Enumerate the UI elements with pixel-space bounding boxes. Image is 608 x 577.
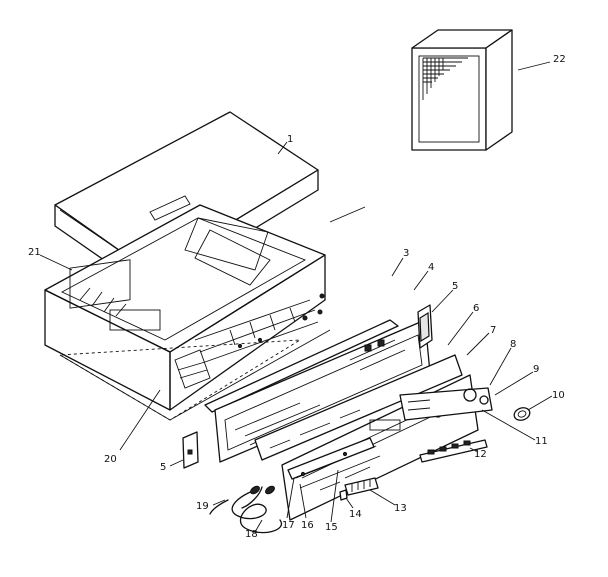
part-18-19-cable-mic: [209, 485, 283, 534]
callout-21: 21: [28, 247, 41, 258]
part-22-cabinet: [411, 29, 513, 151]
part-5-upper-bracket: [417, 304, 433, 349]
part-8-9-bezel: [399, 387, 493, 421]
callout-5-upper: 5: [452, 281, 458, 292]
part-5-lower-bracket: [182, 431, 199, 469]
callout-4: 4: [428, 262, 434, 273]
callout-22: 22: [553, 54, 566, 65]
main-chassis: [44, 204, 331, 421]
callout-1: 1: [287, 134, 293, 145]
part-13-buttons: [339, 477, 379, 501]
callout-15: 15: [325, 522, 338, 533]
callout-18: 18: [245, 529, 258, 540]
part-10-knob: [513, 407, 531, 421]
callout-3: 3: [403, 248, 409, 259]
leader-lines: [39, 61, 553, 533]
callout-11: 11: [535, 436, 548, 447]
callout-20: 20: [104, 454, 117, 465]
callout-7: 7: [490, 325, 496, 336]
callout-14: 14: [349, 509, 362, 520]
part-12-button-strip: [419, 439, 488, 463]
callout-10: 10: [552, 390, 565, 401]
callout-13: 13: [394, 503, 407, 514]
callout-19: 19: [196, 501, 209, 512]
callouts: 1 3 4 5 6 7 8 9 10 11 12 13 14 15 16 17 …: [28, 54, 566, 540]
callout-8: 8: [510, 339, 516, 350]
callout-6: 6: [473, 303, 479, 314]
callout-5-lower: 5: [160, 462, 166, 473]
part-3-strip: [204, 319, 399, 413]
part-15-16-17-strips: [287, 437, 381, 489]
callout-17: 17: [282, 520, 295, 531]
callout-9: 9: [533, 364, 539, 375]
callout-16: 16: [301, 520, 314, 531]
callout-12: 12: [474, 449, 487, 460]
